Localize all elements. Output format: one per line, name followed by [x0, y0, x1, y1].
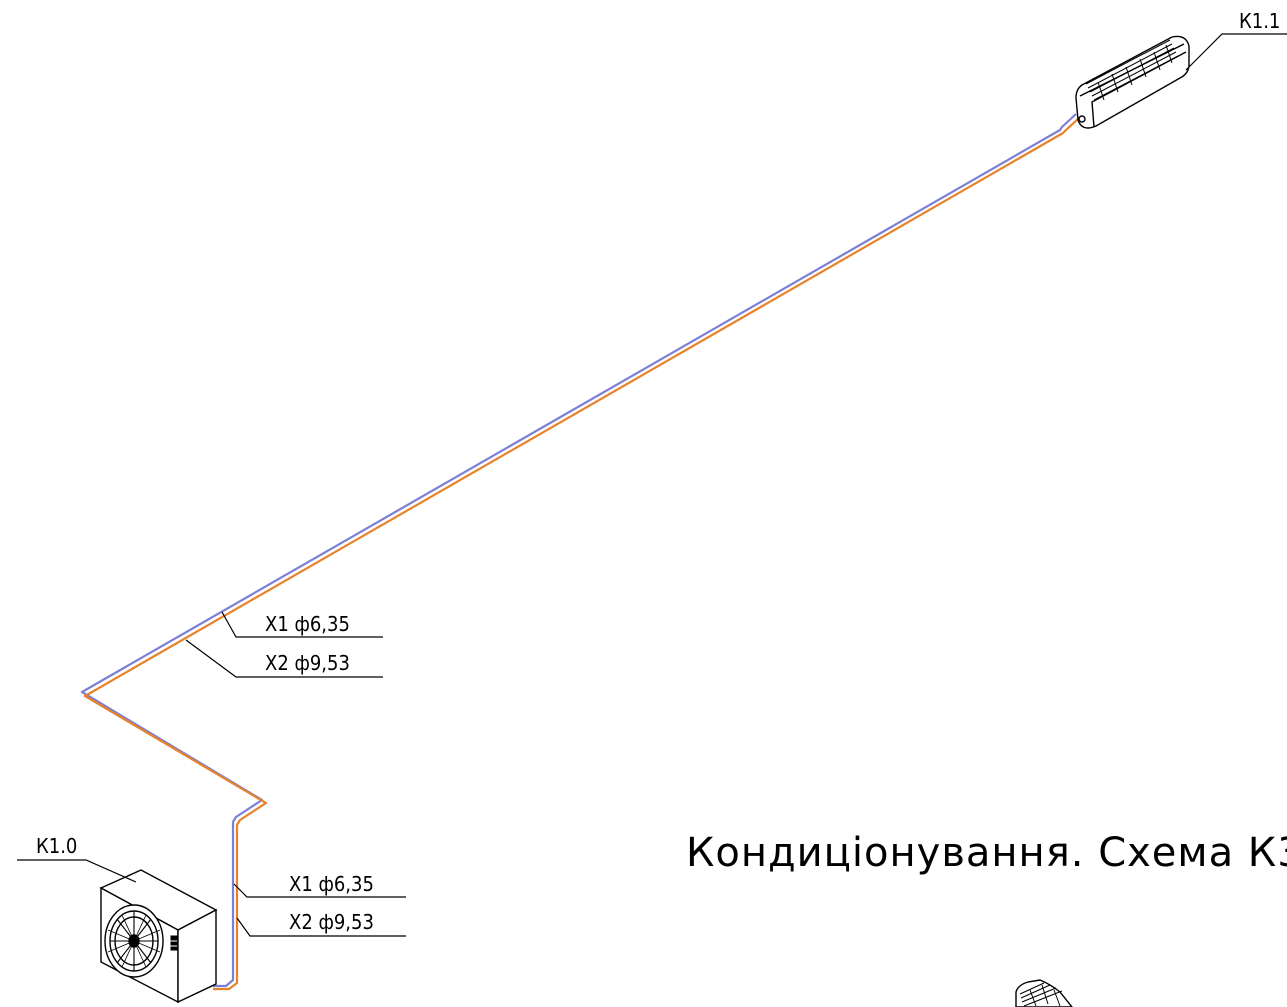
label-k1-0: К1.0 — [17, 834, 137, 883]
indoor-grille-icon — [1085, 39, 1179, 101]
fan-icon — [104, 904, 164, 978]
outdoor-side-grille-icon — [170, 935, 178, 951]
upper-x1-label: X1 ф6,35 — [265, 612, 350, 636]
upper-pipe-labels: X1 ф6,35 X2 ф9,53 — [185, 611, 383, 678]
lower-x2-label: X2 ф9,53 — [289, 910, 374, 934]
liquid-line-x1 — [83, 117, 1080, 991]
outdoor-side-face — [177, 908, 217, 1004]
label-k1-1-text: К1.1 — [1239, 9, 1280, 33]
drawing-title: Кондиціонування. Схема К3 — [686, 830, 1287, 876]
outdoor-unit-k1-0[interactable] — [99, 869, 218, 1004]
partial-grille-icon — [1019, 982, 1063, 1007]
gas-line-x2 — [80, 113, 1077, 988]
refrigerant-pipes — [80, 113, 1080, 991]
label-k1-0-text: К1.0 — [36, 834, 77, 858]
indoor-unit-k1-1[interactable] — [1075, 35, 1190, 129]
lower-pipe-labels: X1 ф6,35 X2 ф9,53 — [233, 872, 406, 937]
indoor-unit-partial[interactable] — [1015, 979, 1073, 1007]
label-k1-1: К1.1 — [1185, 9, 1287, 71]
lower-x1-label: X1 ф6,35 — [289, 872, 374, 896]
upper-x2-label: X2 ф9,53 — [265, 651, 350, 675]
